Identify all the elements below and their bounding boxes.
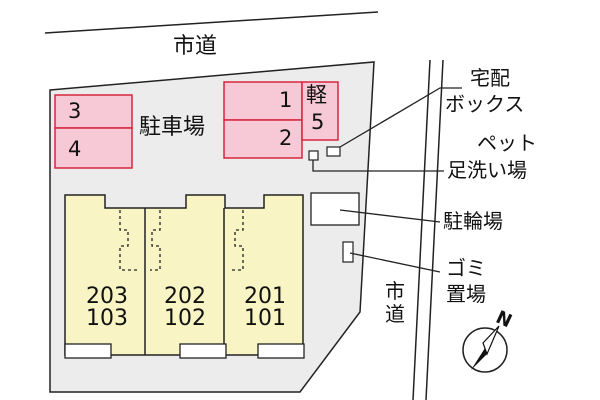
unit-102-label: 102 bbox=[164, 306, 206, 331]
bicycle-parking-label: 駐輪場 bbox=[443, 209, 503, 233]
top-road-label: 市道 bbox=[173, 34, 218, 59]
garbage-label-line2: 置場 bbox=[446, 282, 486, 306]
garbage-area bbox=[342, 241, 354, 263]
parking-space-3 bbox=[54, 94, 133, 129]
parking-space-5-label: 5 bbox=[311, 110, 325, 134]
stair-outline-201 bbox=[230, 210, 244, 271]
right-road-edge-right bbox=[425, 59, 444, 400]
garbage-label-line1: ゴミ bbox=[446, 256, 486, 280]
right-road-char-1: 市 bbox=[385, 279, 405, 303]
apartment-building bbox=[64, 194, 304, 356]
unit-103-label: 103 bbox=[86, 306, 128, 331]
stair-outline-203 bbox=[119, 210, 140, 271]
parking-space-4-label: 4 bbox=[68, 137, 82, 161]
bicycle-parking-leader bbox=[339, 209, 441, 223]
parking-space-4 bbox=[54, 127, 133, 169]
parking-lot-label: 駐車場 bbox=[139, 115, 206, 140]
entrance-step-103 bbox=[64, 343, 112, 359]
right-road-char-2: 道 bbox=[385, 302, 405, 326]
compass bbox=[462, 325, 508, 373]
unit-201-label: 201 bbox=[244, 284, 286, 309]
unit-203-103: 203 103 bbox=[82, 286, 132, 330]
unit-201-101: 201 101 bbox=[240, 286, 290, 330]
pet-wash-label-line2: 足洗い場 bbox=[447, 158, 527, 182]
delivery-box-label-line2: ボックス bbox=[445, 92, 525, 116]
delivery-box-label-line1: 宅配 bbox=[470, 66, 510, 90]
parking-space-kei-5 bbox=[301, 81, 339, 141]
unit-101-label: 101 bbox=[244, 306, 286, 331]
pet-wash-label-line1: ペット bbox=[477, 131, 537, 155]
entrance-step-101 bbox=[257, 343, 305, 359]
unit-203-label: 203 bbox=[86, 284, 128, 309]
pet-wash-marker bbox=[308, 150, 319, 161]
delivery-box-leader bbox=[339, 87, 462, 148]
unit-202-label: 202 bbox=[164, 284, 206, 309]
pet-wash-leader bbox=[312, 160, 444, 172]
top-road-edge bbox=[44, 11, 379, 34]
parking-space-1-label: 1 bbox=[279, 88, 293, 112]
garbage-leader bbox=[349, 252, 441, 273]
compass-needle-light bbox=[482, 325, 500, 356]
delivery-box-marker bbox=[326, 146, 341, 157]
parking-space-2-label: 2 bbox=[279, 126, 293, 150]
stair-outline-202 bbox=[150, 210, 161, 271]
parking-space-2 bbox=[223, 119, 303, 159]
right-road-edge-left bbox=[412, 59, 431, 400]
entrance-step-102 bbox=[179, 343, 227, 359]
bicycle-parking-area bbox=[310, 192, 360, 226]
right-road-label: 市 道 bbox=[384, 280, 406, 326]
unit-202-102: 202 102 bbox=[160, 286, 210, 330]
kei-label: 軽 bbox=[306, 83, 327, 107]
parking-space-3-label: 3 bbox=[68, 99, 82, 123]
